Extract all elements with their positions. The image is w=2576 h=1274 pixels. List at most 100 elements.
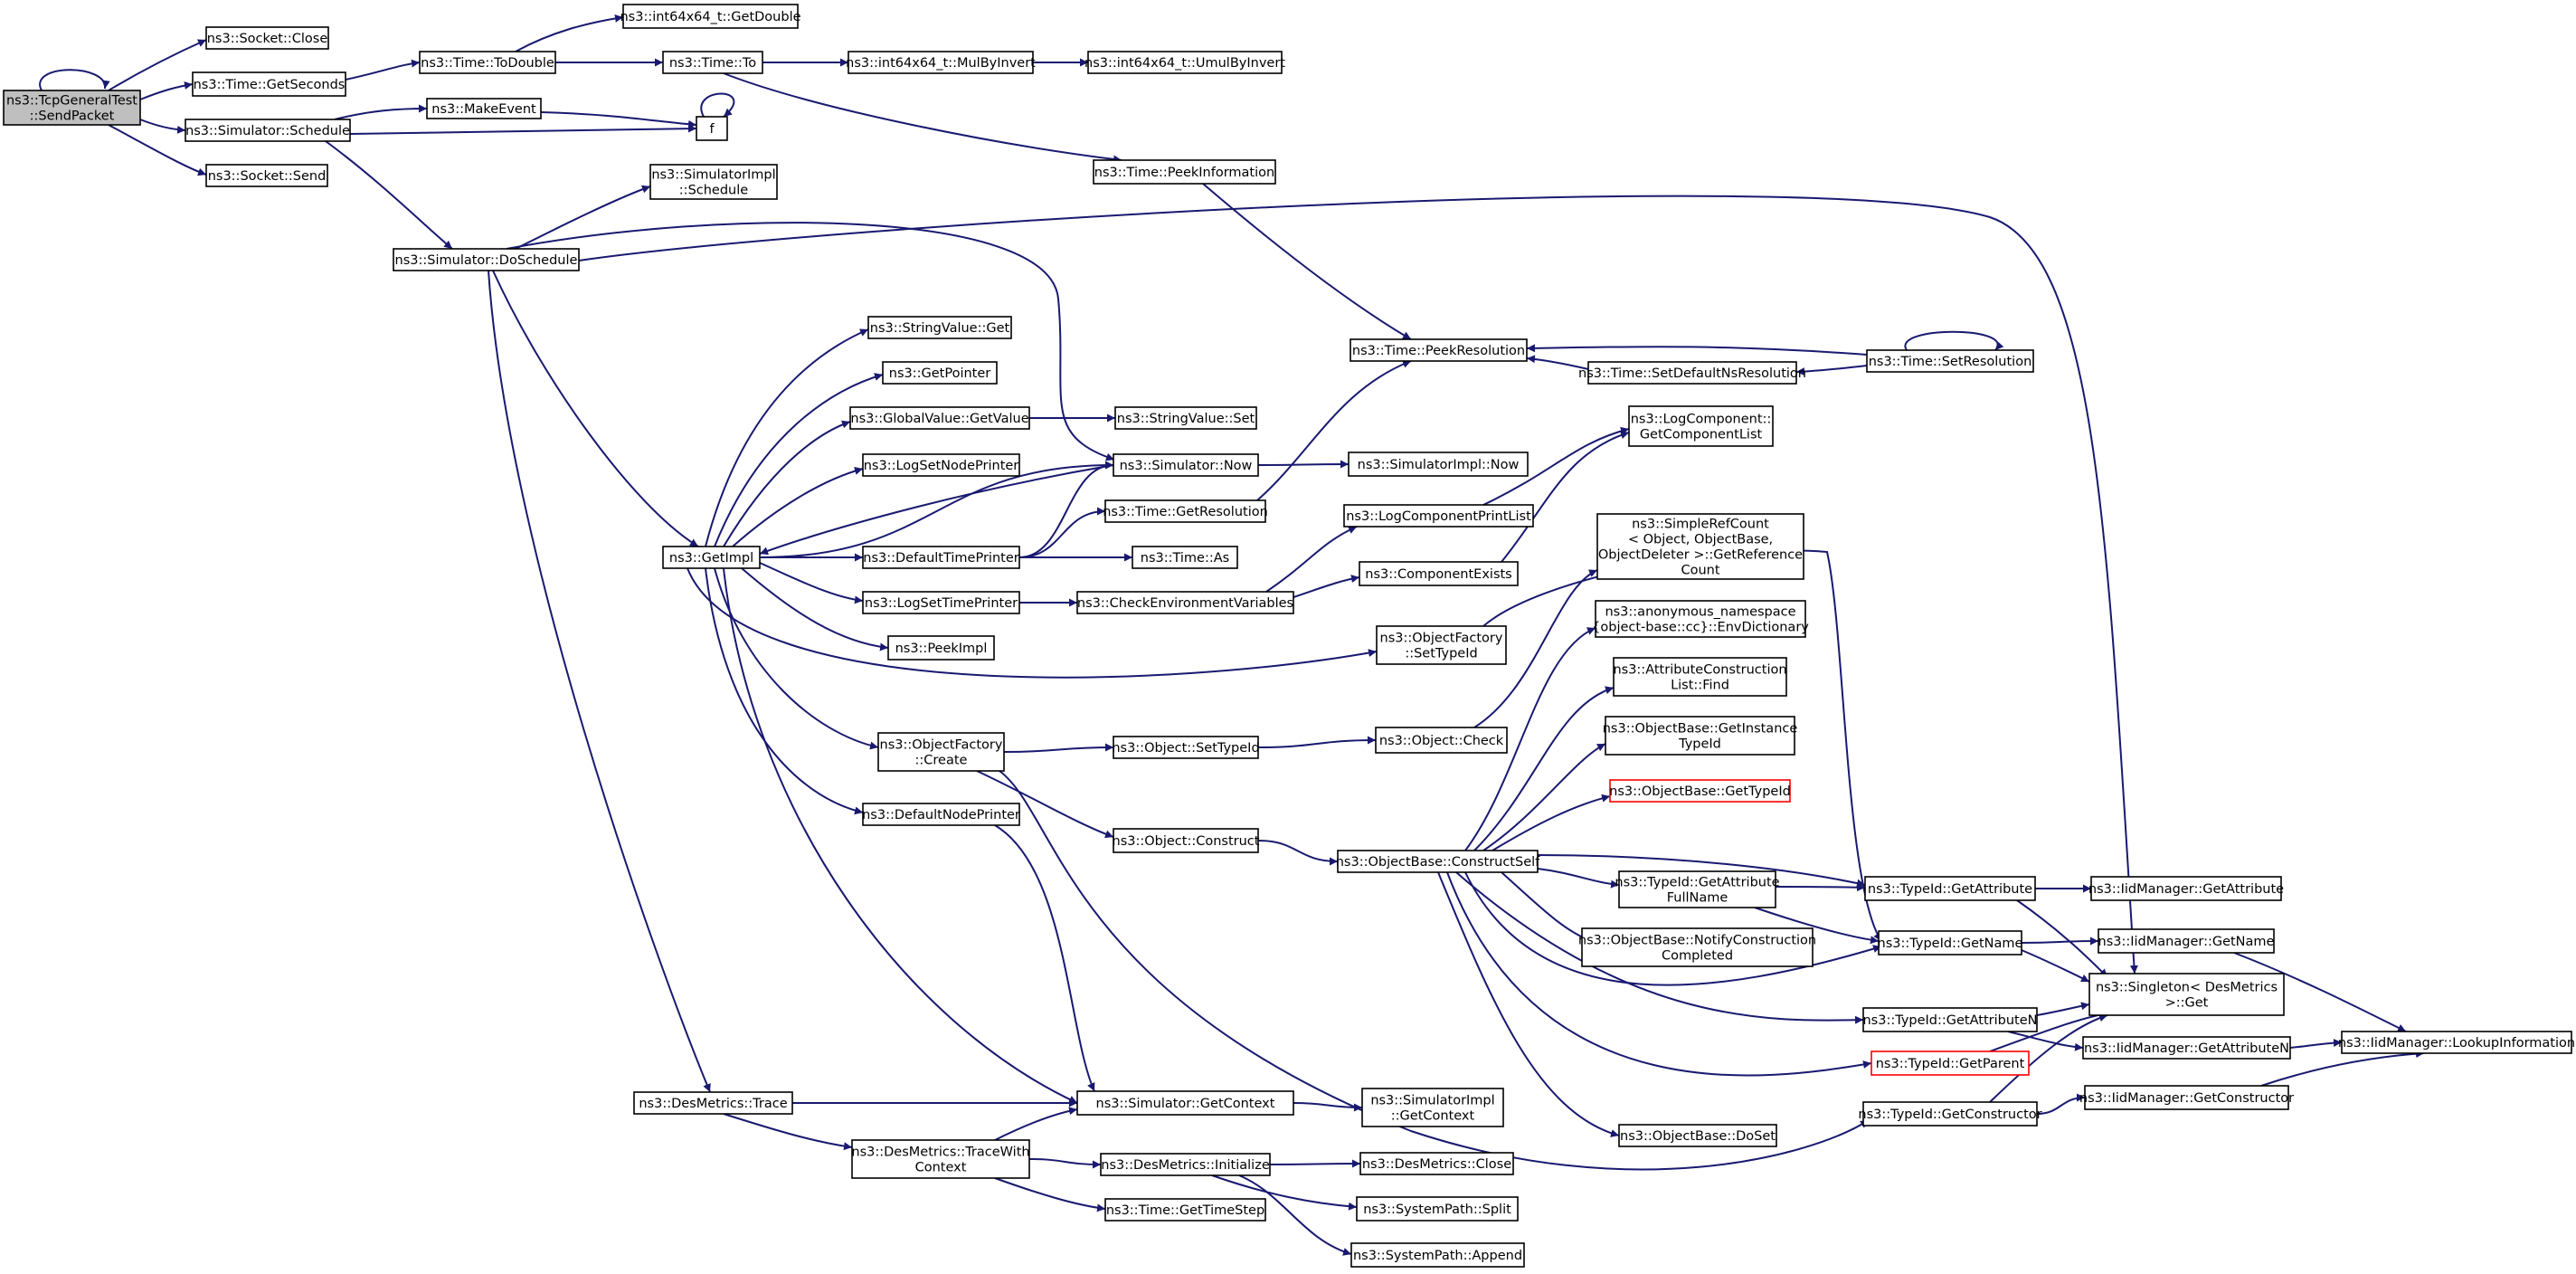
edge-f-to-f (700, 92, 735, 118)
node-label: ns3::Time::PeekResolution (1352, 344, 1525, 358)
node-box (1628, 405, 1774, 447)
node-checkenv[interactable]: ns3::CheckEnvironmentVariables (1076, 591, 1294, 614)
node-label: ns3::DesMetrics::Close (1362, 1157, 1511, 1172)
node-label: ns3::StringValue::Get (870, 321, 1010, 336)
node-obconstructself[interactable]: ns3::ObjectBase::ConstructSelf (1336, 850, 1540, 873)
edge-setdefns-to-peekres (1526, 355, 1589, 370)
node-iidlookup[interactable]: ns3::IidManager::LookupInformation (2338, 1031, 2575, 1054)
node-objconstruct[interactable]: ns3::Object::Construct (1113, 828, 1260, 853)
node-obdoset[interactable]: ns3::ObjectBase::DoSet (1618, 1124, 1777, 1147)
node-box (1878, 930, 2022, 956)
node-tidgetattr[interactable]: ns3::TypeId::GetAttribute (1864, 876, 2036, 901)
node-ofcreate[interactable]: ns3::ObjectFactory::Create (877, 732, 1005, 772)
node-umulbyinv[interactable]: ns3::int64x64_t::UmulByInvert (1084, 51, 1285, 74)
node-obgettypeid[interactable]: ns3::ObjectBase::GetTypeId (1609, 779, 1791, 803)
node-simplerefcount[interactable]: ns3::SimpleRefCount< Object, ObjectBase,… (1596, 513, 1804, 580)
node-label: GetComponentList (1640, 427, 1763, 442)
node-getdouble[interactable]: ns3::int64x64_t::GetDouble (620, 4, 801, 29)
node-label: ns3::CheckEnvironmentVariables (1077, 596, 1293, 611)
node-iidgetattr[interactable]: ns3::IidManager::GetAttribute (2088, 876, 2284, 901)
node-objsettypeid[interactable]: ns3::Object::SetTypeId (1112, 736, 1260, 759)
node-label: ns3::TypeId::GetAttribute (1615, 875, 1779, 889)
node-box (882, 361, 998, 385)
node-mulbyinv[interactable]: ns3::int64x64_t::MulByInvert (846, 51, 1036, 74)
node-obnotify[interactable]: ns3::ObjectBase::NotifyConstructionCompl… (1578, 927, 1816, 967)
node-todouble[interactable]: ns3::Time::ToDouble (419, 51, 556, 74)
node-timeas[interactable]: ns3::Time::As (1132, 546, 1238, 569)
node-logsettime[interactable]: ns3::LogSetTimePrinter (862, 591, 1020, 614)
node-setdefns[interactable]: ns3::Time::SetDefaultNsResolution (1578, 361, 1806, 385)
node-gvgetvalue[interactable]: ns3::GlobalValue::GetValue (849, 406, 1030, 430)
node-iidgetname[interactable]: ns3::IidManager::GetName (2098, 928, 2275, 954)
node-simnow[interactable]: ns3::Simulator::Now (1113, 453, 1259, 477)
node-timegettimestep[interactable]: ns3::Time::GetTimeStep (1104, 1198, 1266, 1222)
node-label: ns3::DesMetrics::Initialize (1101, 1158, 1270, 1173)
node-defnodeprinter[interactable]: ns3::DefaultNodePrinter (862, 803, 1020, 826)
node-root[interactable]: ns3::TcpGeneralTest::SendPacket (3, 90, 141, 126)
node-logcompgetlist[interactable]: ns3::LogComponent::GetComponentList (1628, 405, 1774, 447)
node-logcompprint[interactable]: ns3::LogComponentPrintList (1343, 504, 1534, 528)
node-sysappend[interactable]: ns3::SystemPath::Append (1350, 1242, 1525, 1268)
node-to[interactable]: ns3::Time::To (662, 51, 763, 74)
node-tidgetparent[interactable]: ns3::TypeId::GetParent (1870, 1051, 2030, 1076)
node-iidgetattrn[interactable]: ns3::IidManager::GetAttributeN (2082, 1036, 2291, 1060)
node-box (1350, 1242, 1525, 1268)
node-iidgetconstr[interactable]: ns3::IidManager::GetConstructor (2079, 1085, 2294, 1110)
node-getimpl[interactable]: ns3::GetImpl (662, 546, 761, 569)
node-tidgetattrn[interactable]: ns3::TypeId::GetAttributeN (1862, 1007, 2038, 1032)
node-deftimeprinter[interactable]: ns3::DefaultTimePrinter (862, 546, 1020, 569)
node-f[interactable]: f (696, 116, 728, 141)
node-simimplgetctx[interactable]: ns3::SimulatorImpl::GetContext (1361, 1088, 1504, 1127)
node-label: ns3::Simulator::DoSchedule (395, 253, 578, 268)
node-peekinfo[interactable]: ns3::Time::PeekInformation (1093, 159, 1276, 185)
node-box (662, 51, 763, 74)
node-schedule[interactable]: ns3::Simulator::Schedule (185, 119, 351, 142)
node-tidgetname[interactable]: ns3::TypeId::GetName (1878, 930, 2023, 956)
node-tidgetconstr[interactable]: ns3::TypeId::GetConstructor (1858, 1101, 2042, 1127)
node-peekimpl[interactable]: ns3::PeekImpl (887, 635, 995, 661)
node-peekres[interactable]: ns3::Time::PeekResolution (1350, 338, 1528, 362)
node-label: ns3::IidManager::GetAttributeN (2084, 1041, 2289, 1056)
node-simimplsched[interactable]: ns3::SimulatorImpl::Schedule (649, 164, 778, 200)
node-label: ns3::LogSetTimePrinter (865, 596, 1018, 611)
node-box (1114, 406, 1257, 430)
node-singleton[interactable]: ns3::Singleton< DesMetrics>::Get (2088, 973, 2285, 1016)
edge-simgetcontext-to-simimplgetctx (1293, 1102, 1363, 1112)
node-box (1337, 850, 1539, 873)
edge-objsettypeid-to-objcheck (1257, 736, 1377, 748)
node-ofsettypeid[interactable]: ns3::ObjectFactory::SetTypeId (1376, 625, 1507, 665)
node-syssplit[interactable]: ns3::SystemPath::Split (1356, 1196, 1519, 1222)
node-desclose[interactable]: ns3::DesMetrics::Close (1359, 1152, 1514, 1175)
node-getpointer[interactable]: ns3::GetPointer (882, 361, 998, 385)
node-objcheck[interactable]: ns3::Object::Check (1375, 727, 1508, 754)
node-simimplnow[interactable]: ns3::SimulatorImpl::Now (1348, 452, 1529, 477)
node-sockclose[interactable]: ns3::Socket::Close (205, 26, 329, 50)
node-desinit[interactable]: ns3::DesMetrics::Initialize (1100, 1153, 1271, 1176)
edge-obconstructself-to-attrconstrfind (1473, 686, 1615, 851)
node-strset[interactable]: ns3::StringValue::Set (1114, 406, 1257, 430)
node-makeevent[interactable]: ns3::MakeEvent (426, 98, 542, 119)
node-envdict[interactable]: ns3::anonymous_namespace{object-base::cc… (1592, 600, 1809, 638)
node-label: ns3::Simulator::Schedule (185, 124, 350, 138)
node-timegetres[interactable]: ns3::Time::GetResolution (1103, 499, 1268, 523)
node-compexists[interactable]: ns3::ComponentExists (1359, 561, 1519, 586)
node-setres[interactable]: ns3::Time::SetResolution (1866, 349, 2034, 373)
node-logsetnode[interactable]: ns3::LogSetNodePrinter (862, 453, 1020, 477)
node-box (185, 119, 351, 142)
node-box (1862, 1101, 2038, 1127)
node-label: ns3::MakeEvent (431, 102, 536, 117)
node-label: ns3::SystemPath::Append (1353, 1249, 1522, 1263)
edge-doschedule-to-getimpl (492, 270, 699, 547)
node-destrace[interactable]: ns3::DesMetrics::Trace (633, 1091, 793, 1115)
node-getseconds[interactable]: ns3::Time::GetSeconds (192, 71, 346, 97)
node-socksend[interactable]: ns3::Socket::Send (205, 164, 328, 187)
node-strget[interactable]: ns3::StringValue::Get (867, 316, 1012, 339)
node-simgetcontext[interactable]: ns3::Simulator::GetContext (1076, 1090, 1294, 1116)
node-doschedule[interactable]: ns3::Simulator::DoSchedule (393, 248, 580, 271)
edge-setres-to-setdefns (1795, 365, 1868, 376)
node-box (649, 164, 778, 200)
